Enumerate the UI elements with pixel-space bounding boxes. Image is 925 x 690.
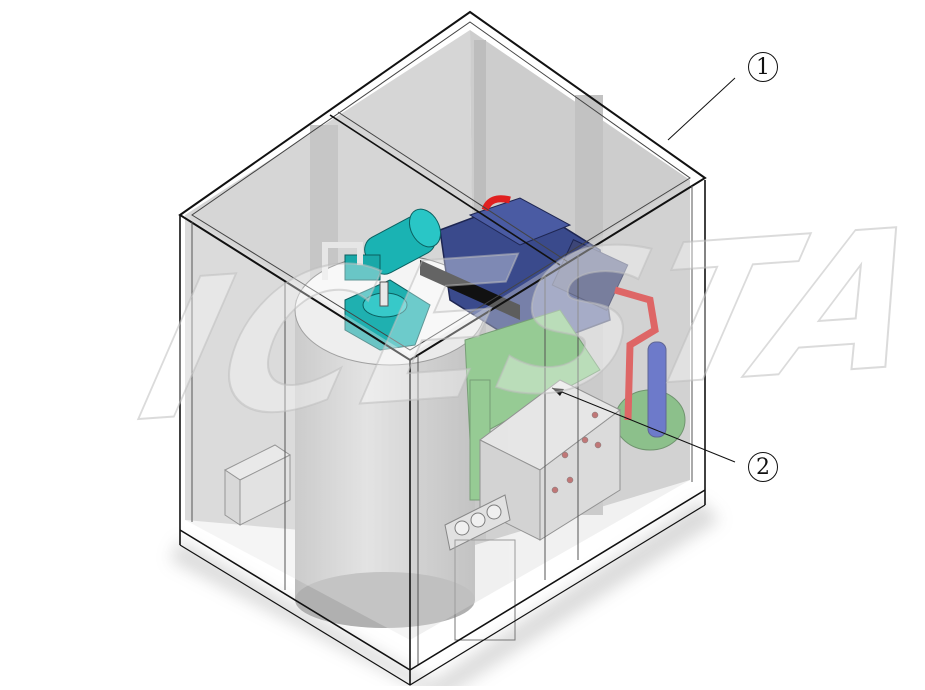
frame-enclosure [178,10,707,686]
callout-2-leader [551,387,736,463]
callout-1-marker: 1 [748,52,778,82]
callout-2-number: 2 [756,454,770,480]
callout-1-leader [667,77,736,141]
water-tank [224,444,291,526]
compressor [420,195,629,351]
refrigerant-piping [614,286,667,438]
callout-2-marker: 2 [748,452,778,482]
front-panels [185,180,690,640]
callout-2-arrowhead [552,388,564,396]
callout-1-number: 1 [756,54,770,80]
electrical-control-box [479,379,621,541]
pressure-gauges [444,494,516,641]
